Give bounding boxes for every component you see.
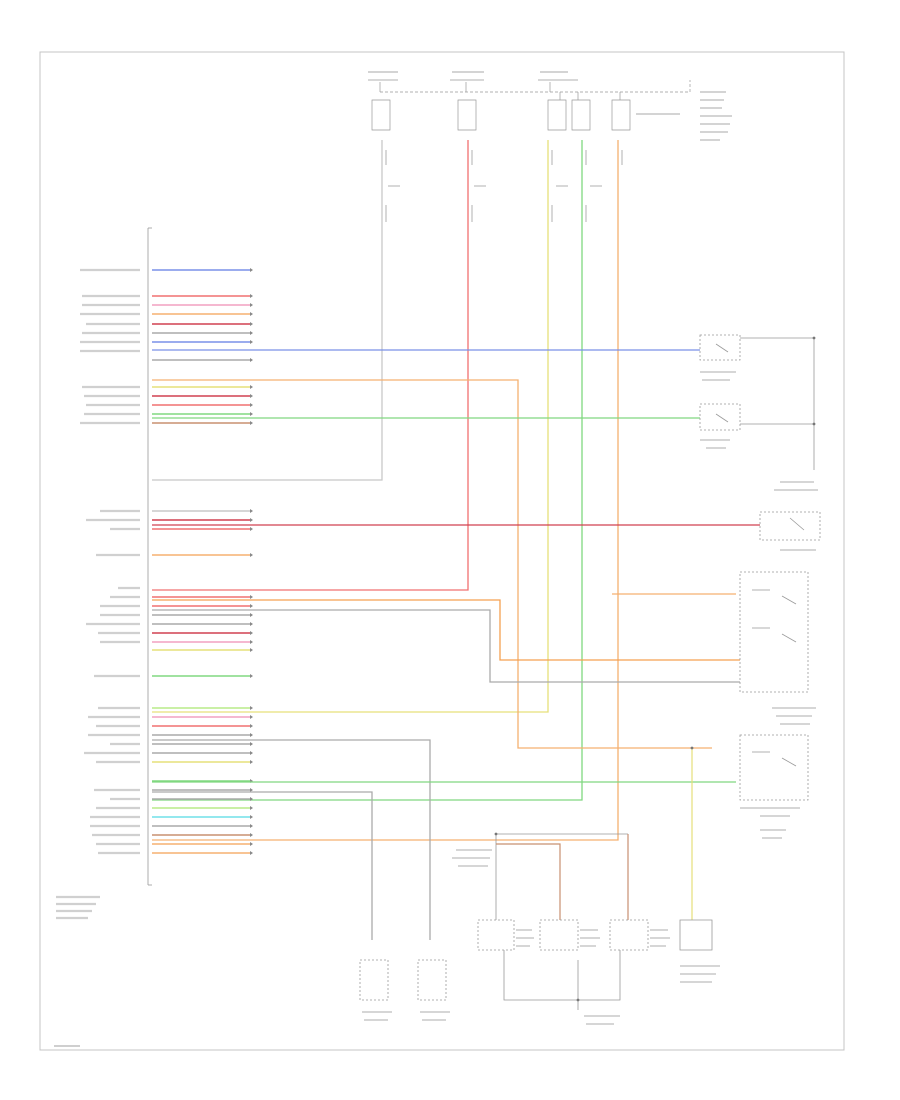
splice-points xyxy=(494,336,816,1002)
feed-wire-labels xyxy=(385,150,623,222)
module-pin-labels xyxy=(56,268,140,920)
module-connectors xyxy=(152,269,250,854)
right-switches xyxy=(699,334,821,801)
bottom-component-labels xyxy=(362,849,720,1025)
connector-pins xyxy=(250,268,253,855)
long-wires xyxy=(152,349,760,940)
fuse-labels xyxy=(368,71,732,141)
feed-wires xyxy=(152,140,619,841)
bottom-components xyxy=(359,748,713,1010)
diagram-frame xyxy=(39,51,845,1051)
right-component-labels xyxy=(700,371,818,839)
control-module xyxy=(147,227,152,886)
fuse-block xyxy=(368,79,691,131)
